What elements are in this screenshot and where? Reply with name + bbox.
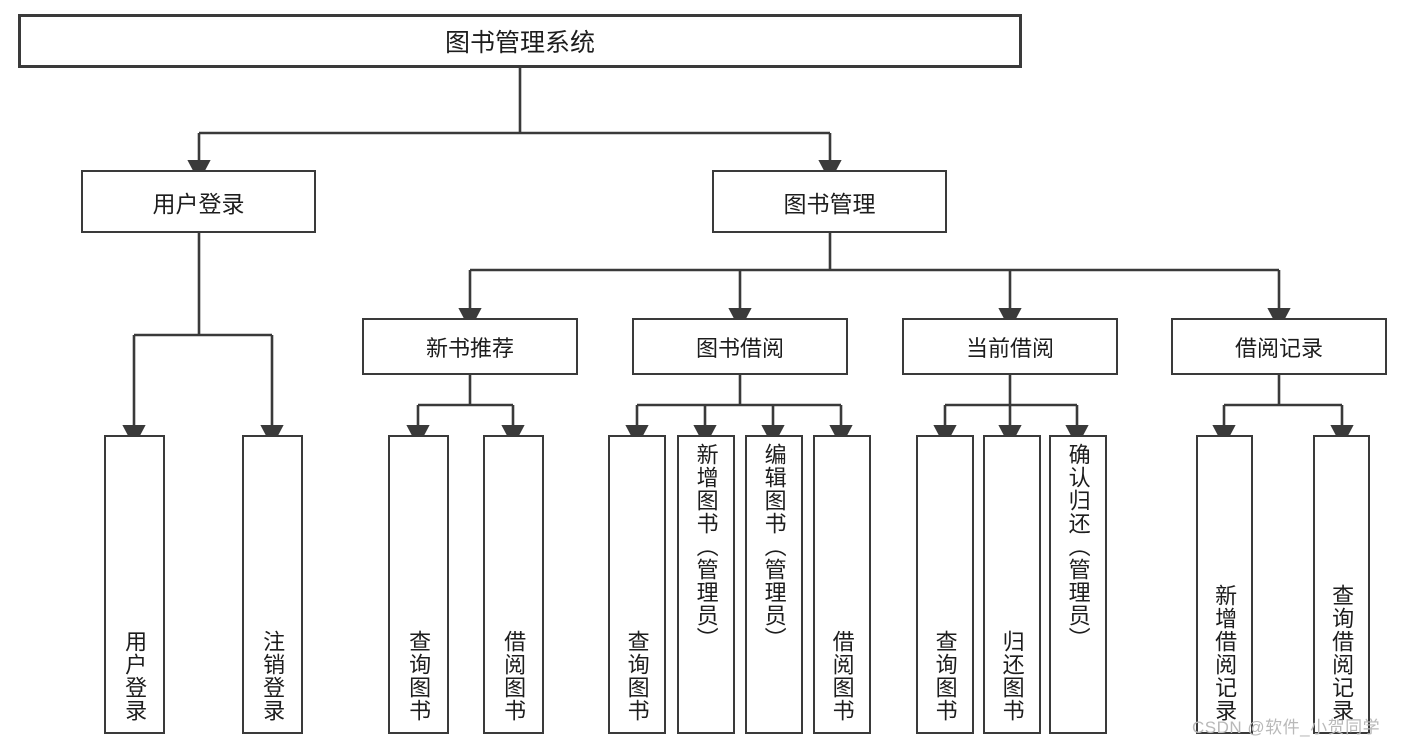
node-label: 编辑图书（管理员） (761, 443, 787, 650)
node-label: 新增借阅记录 (1212, 584, 1238, 722)
node-label: 注销登录 (260, 630, 286, 722)
node-borrowing-records[interactable]: 借阅记录 (1171, 318, 1387, 375)
node-label: 查询图书 (406, 630, 432, 722)
leaf-confirm-return-admin[interactable]: 确认归还（管理员） (1049, 435, 1107, 734)
leaf-return-book[interactable]: 归还图书 (983, 435, 1041, 734)
node-label: 当前借阅 (965, 335, 1054, 361)
node-label: 确认归还（管理员） (1065, 443, 1091, 650)
leaf-query-book-borrow[interactable]: 查询图书 (608, 435, 666, 734)
node-label: 查询图书 (932, 630, 958, 722)
leaf-logout[interactable]: 注销登录 (242, 435, 303, 734)
node-label: 借阅图书 (501, 630, 527, 722)
node-label: 图书借阅 (695, 335, 784, 361)
node-label: 借阅记录 (1234, 335, 1323, 361)
leaf-add-book-admin[interactable]: 新增图书（管理员） (677, 435, 735, 734)
leaf-user-login[interactable]: 用户登录 (104, 435, 165, 734)
node-label: 用户登录 (122, 630, 148, 722)
leaf-add-borrow-record[interactable]: 新增借阅记录 (1196, 435, 1253, 734)
node-label: 归还图书 (999, 630, 1025, 722)
leaf-query-borrow-record[interactable]: 查询借阅记录 (1313, 435, 1370, 734)
leaf-query-book-current[interactable]: 查询图书 (916, 435, 974, 734)
node-book-management[interactable]: 图书管理 (712, 170, 947, 233)
node-book-management-system[interactable]: 图书管理系统 (18, 14, 1022, 68)
watermark: CSDN @软件_小贺同学 (1192, 718, 1381, 737)
node-current-borrowing[interactable]: 当前借阅 (902, 318, 1118, 375)
node-book-borrowing[interactable]: 图书借阅 (632, 318, 848, 375)
node-label: 新增图书（管理员） (693, 443, 719, 650)
node-user-login[interactable]: 用户登录 (81, 170, 316, 233)
node-label: 新书推荐 (425, 335, 514, 361)
leaf-borrow-book[interactable]: 借阅图书 (813, 435, 871, 734)
node-label: 图书管理 (783, 190, 876, 217)
node-label: 用户登录 (152, 190, 245, 217)
node-label: 图书管理系统 (444, 29, 595, 57)
leaf-edit-book-admin[interactable]: 编辑图书（管理员） (745, 435, 803, 734)
node-label: 借阅图书 (829, 630, 855, 722)
node-label: 查询借阅记录 (1329, 584, 1355, 722)
leaf-borrow-book-new[interactable]: 借阅图书 (483, 435, 544, 734)
leaf-query-book-new[interactable]: 查询图书 (388, 435, 449, 734)
node-new-book-recommendation[interactable]: 新书推荐 (362, 318, 578, 375)
node-label: 查询图书 (624, 630, 650, 722)
